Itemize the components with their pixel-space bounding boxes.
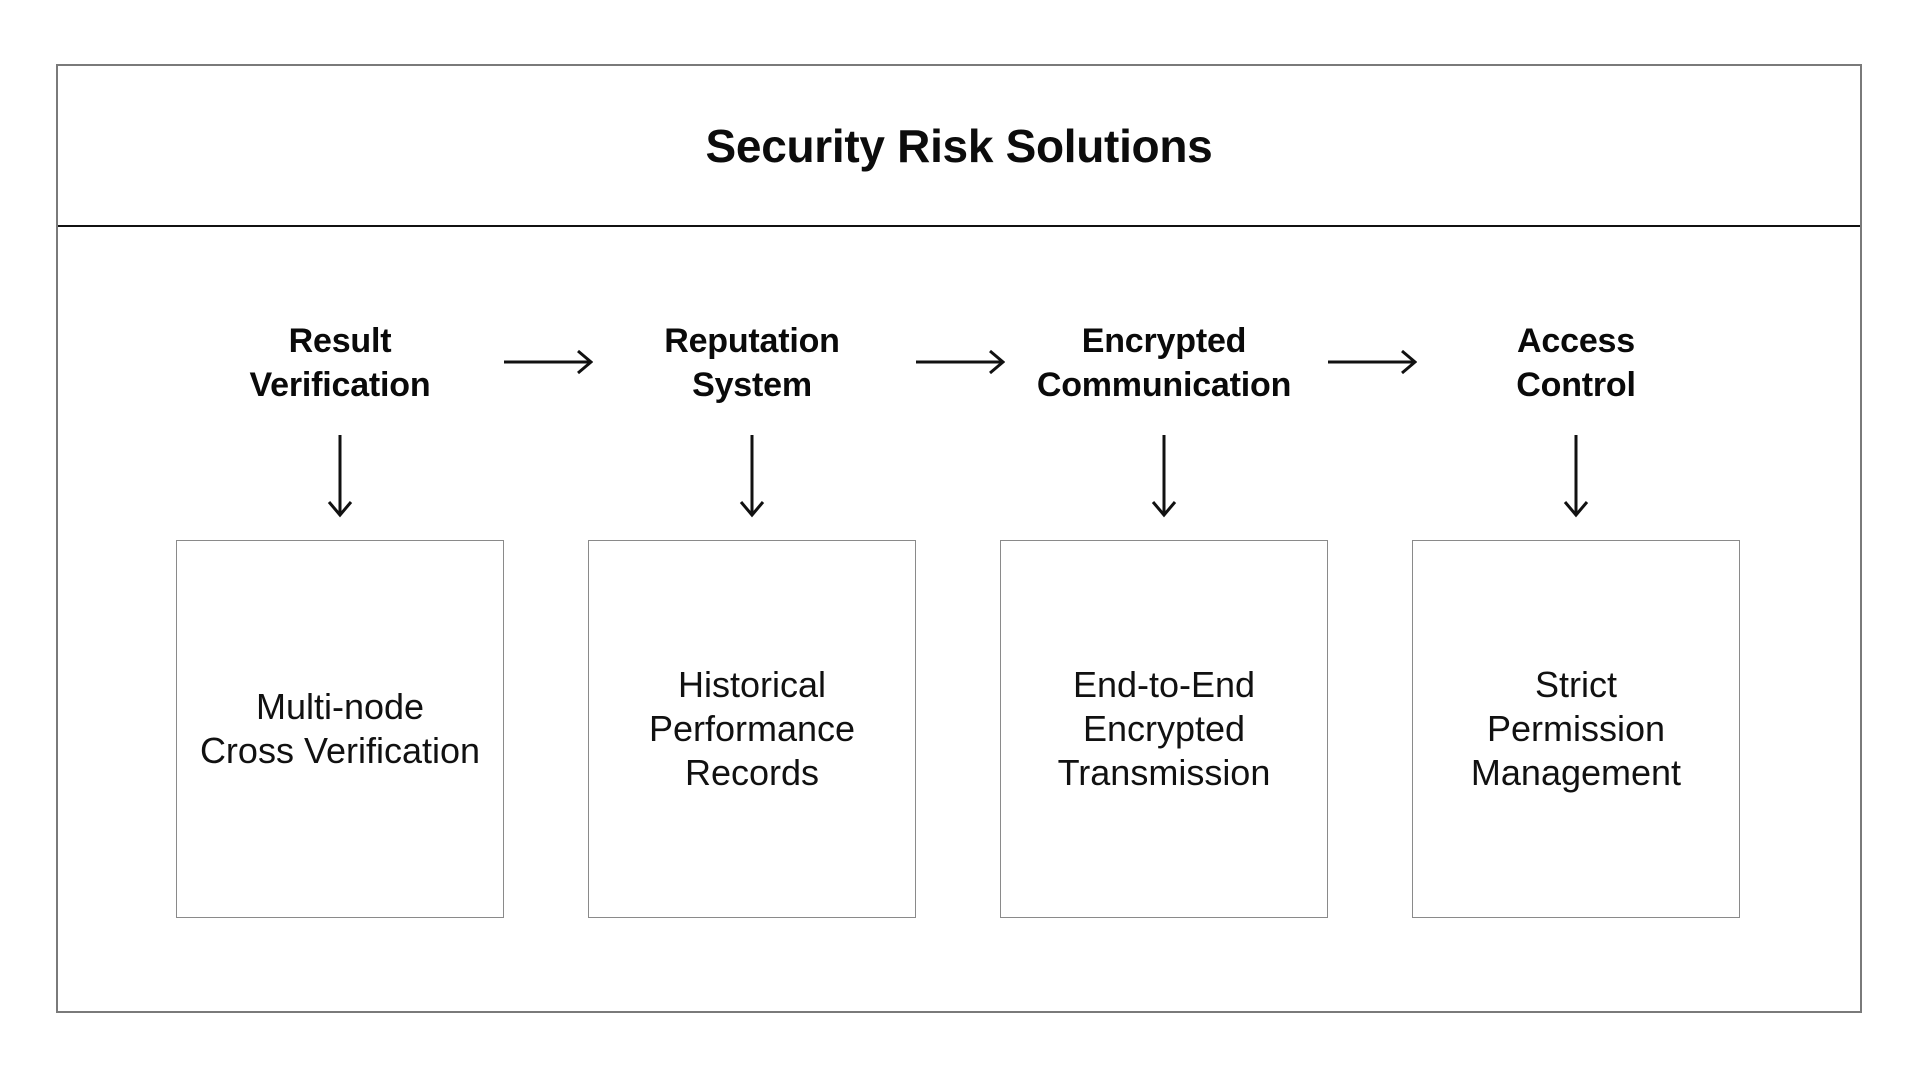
arrow-down-icon xyxy=(325,434,355,518)
detail-box-line: Historical xyxy=(677,664,827,705)
diagram-frame: Security Risk Solutions Result Verificat… xyxy=(56,64,1862,1013)
arrow-down-icon xyxy=(1149,434,1179,518)
diagram-title-bar: Security Risk Solutions xyxy=(58,66,1860,227)
detail-box-strict-permission-management: Strict Permission Management xyxy=(1412,540,1740,918)
arrow-right-icon xyxy=(1327,349,1417,375)
step-header-access-control: Access Control xyxy=(1406,319,1746,407)
detail-box-line: Cross Verification xyxy=(199,730,481,771)
step-header-line: Control xyxy=(1516,366,1636,404)
step-header-line: Verification xyxy=(249,366,431,404)
detail-box-line: Permission xyxy=(1486,708,1666,749)
page-title: Security Risk Solutions xyxy=(705,119,1213,172)
arrow-right-icon xyxy=(915,349,1005,375)
detail-box-line: Transmission xyxy=(1057,752,1271,793)
step-header-reputation-system: Reputation System xyxy=(582,319,922,407)
step-header-line: Reputation xyxy=(664,322,840,360)
detail-box-line: End-to-End xyxy=(1072,664,1256,705)
arrow-right-icon xyxy=(503,349,593,375)
step-header-encrypted-communication: Encrypted Communication xyxy=(994,319,1334,407)
detail-box-line: Records xyxy=(684,752,820,793)
detail-box-line: Multi-node xyxy=(255,686,425,727)
step-header-line: Encrypted xyxy=(1081,322,1247,360)
detail-box-line: Performance xyxy=(648,708,856,749)
step-header-result-verification: Result Verification xyxy=(170,319,510,407)
step-header-line: System xyxy=(692,366,812,404)
step-header-line: Communication xyxy=(1036,366,1292,404)
detail-box-line: Management xyxy=(1470,752,1682,793)
step-header-line: Access xyxy=(1517,322,1635,360)
detail-box-line: Strict xyxy=(1534,664,1617,705)
detail-box-historical-performance-records: Historical Performance Records xyxy=(588,540,916,918)
arrow-down-icon xyxy=(737,434,767,518)
detail-box-multi-node-cross-verification: Multi-node Cross Verification xyxy=(176,540,504,918)
detail-box-line: Encrypted xyxy=(1082,708,1246,749)
detail-box-end-to-end-encrypted-transmission: End-to-End Encrypted Transmission xyxy=(1000,540,1328,918)
arrow-down-icon xyxy=(1561,434,1591,518)
step-header-line: Result xyxy=(288,322,392,360)
